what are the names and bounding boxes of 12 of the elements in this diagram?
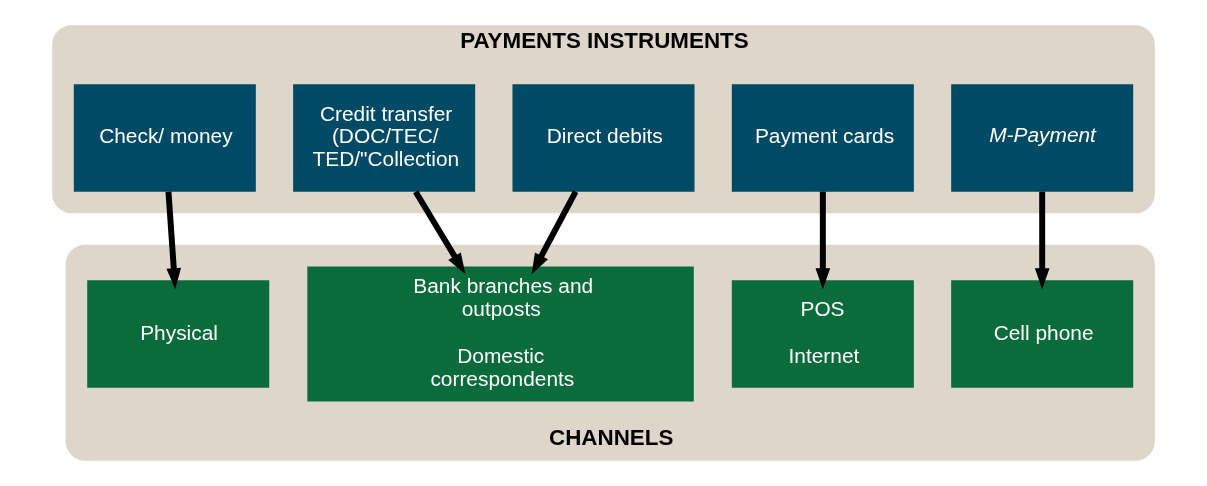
node-box: Cell phone xyxy=(951,280,1134,388)
arrow xyxy=(1034,191,1050,290)
node-box: POS Internet xyxy=(731,280,914,388)
node-box: Bank branches and outposts Domestic correspondents xyxy=(307,266,694,402)
node-box: M-Payment xyxy=(951,84,1134,192)
node-box: Physical xyxy=(87,280,270,388)
arrow xyxy=(165,191,182,290)
node-box: Credit transfer (DOC/TEC/ TED/"Collection xyxy=(293,84,476,192)
node-box: Check/ money xyxy=(73,84,256,192)
node-box: Payment cards xyxy=(731,84,914,192)
arrow xyxy=(815,191,831,290)
node-box: Direct debits xyxy=(512,84,695,192)
